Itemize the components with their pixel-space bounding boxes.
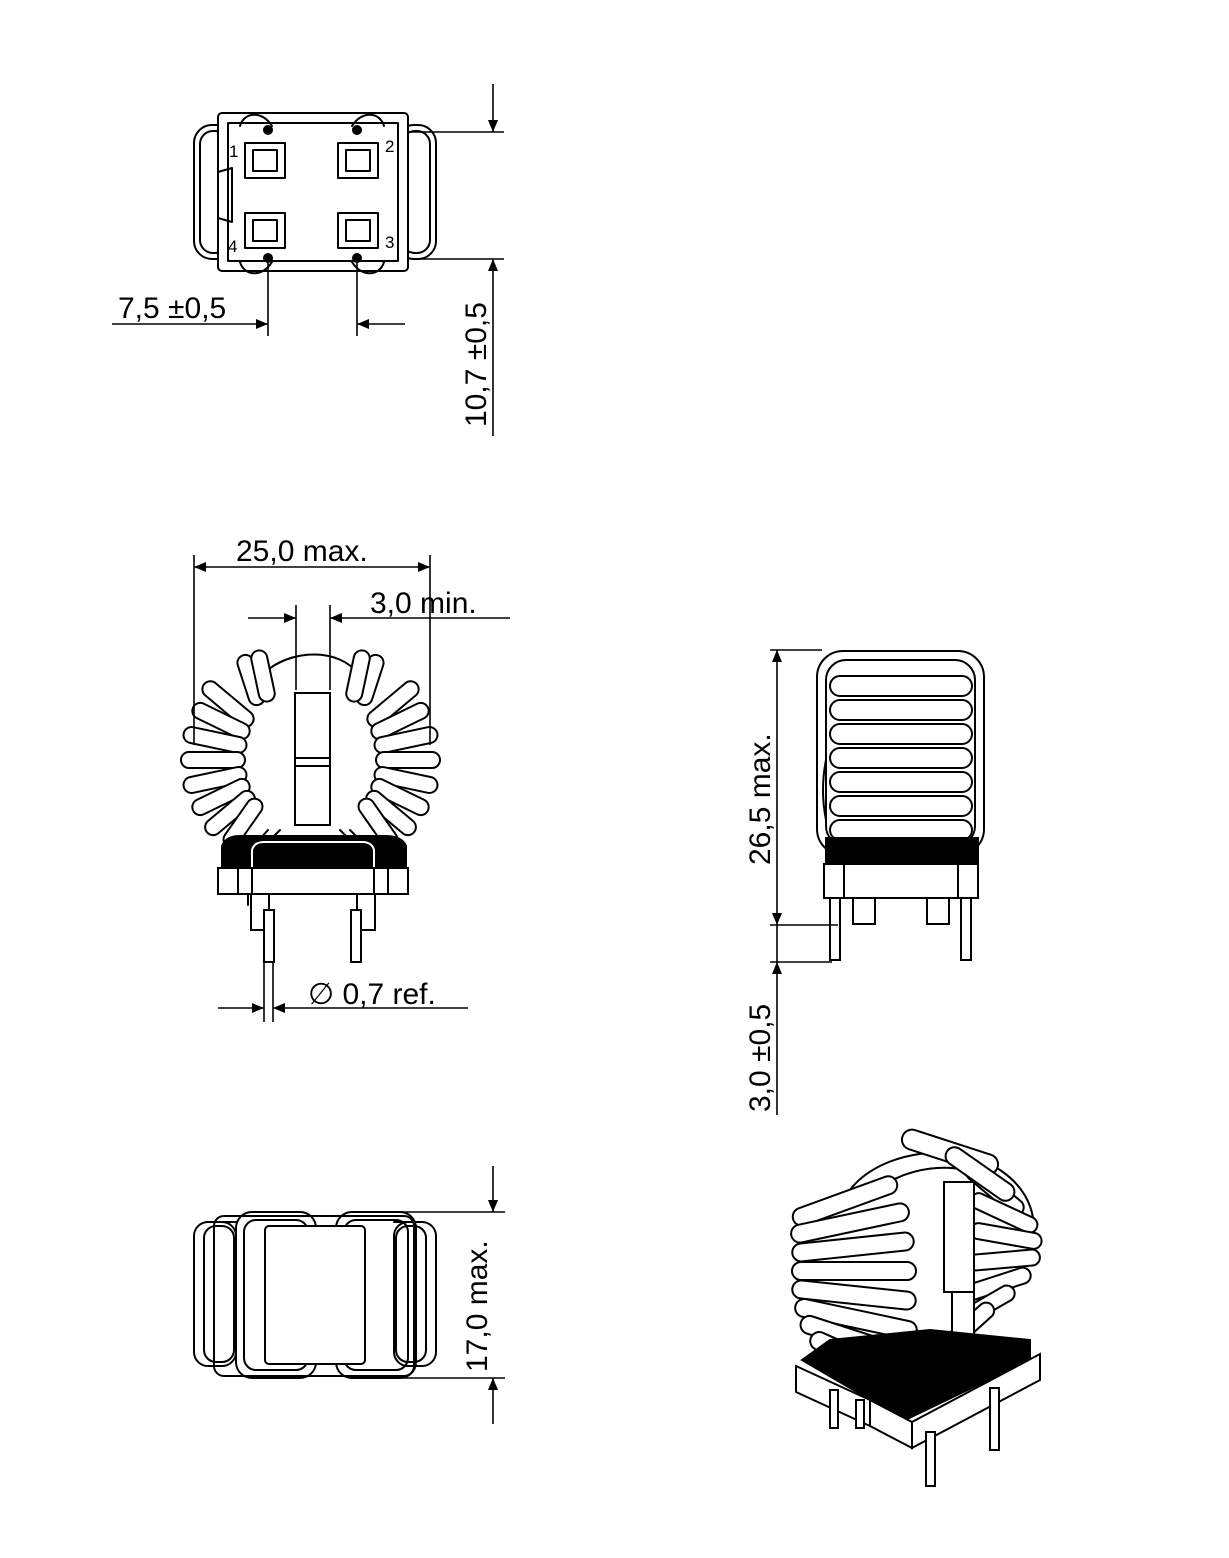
top-view: 1 2 3 4 7,5 ±0,5 10,7 ±0,5 xyxy=(112,84,504,436)
pitch-y-label: 10,7 ±0,5 xyxy=(460,302,493,427)
pitch-x-label: 7,5 ±0,5 xyxy=(118,292,226,325)
wire-diameter-label: ∅ 0,7 ref. xyxy=(308,978,436,1011)
winding-left xyxy=(180,649,276,849)
height-dimension: 26,5 max. xyxy=(744,649,838,926)
clearance-label: 3,0 min. xyxy=(370,587,477,620)
lead-length-label: 3,0 ±0,5 xyxy=(744,1004,777,1112)
lead-length-dimension: 3,0 ±0,5 xyxy=(744,925,832,1115)
side-windings xyxy=(829,675,973,841)
wire-diameter-dimension: ∅ 0,7 ref. xyxy=(218,962,468,1022)
front-view: 25,0 max. 3,0 min. ∅ 0,7 ref. xyxy=(180,535,510,1022)
pin-2-label: 2 xyxy=(385,137,394,156)
clearance-dimension: 3,0 min. xyxy=(248,587,510,690)
pin-1-label: 1 xyxy=(229,142,238,161)
depth-label: 17,0 max. xyxy=(461,1240,494,1372)
pin-3-label: 3 xyxy=(385,233,394,252)
pitch-y-dimension: 10,7 ±0,5 xyxy=(410,84,504,436)
isometric-view xyxy=(790,1128,1043,1487)
width-label: 25,0 max. xyxy=(236,535,368,568)
pad-group xyxy=(244,142,379,249)
pitch-x-dimension: 7,5 ±0,5 xyxy=(112,262,405,336)
width-dimension: 25,0 max. xyxy=(193,535,431,745)
bottom-view: 17,0 max. xyxy=(193,1166,505,1424)
depth-dimension: 17,0 max. xyxy=(400,1166,505,1424)
side-view: 26,5 max. 3,0 ±0,5 xyxy=(744,649,985,1115)
height-label: 26,5 max. xyxy=(744,733,777,865)
winding-right xyxy=(345,649,441,849)
pin-4-label: 4 xyxy=(228,237,237,256)
